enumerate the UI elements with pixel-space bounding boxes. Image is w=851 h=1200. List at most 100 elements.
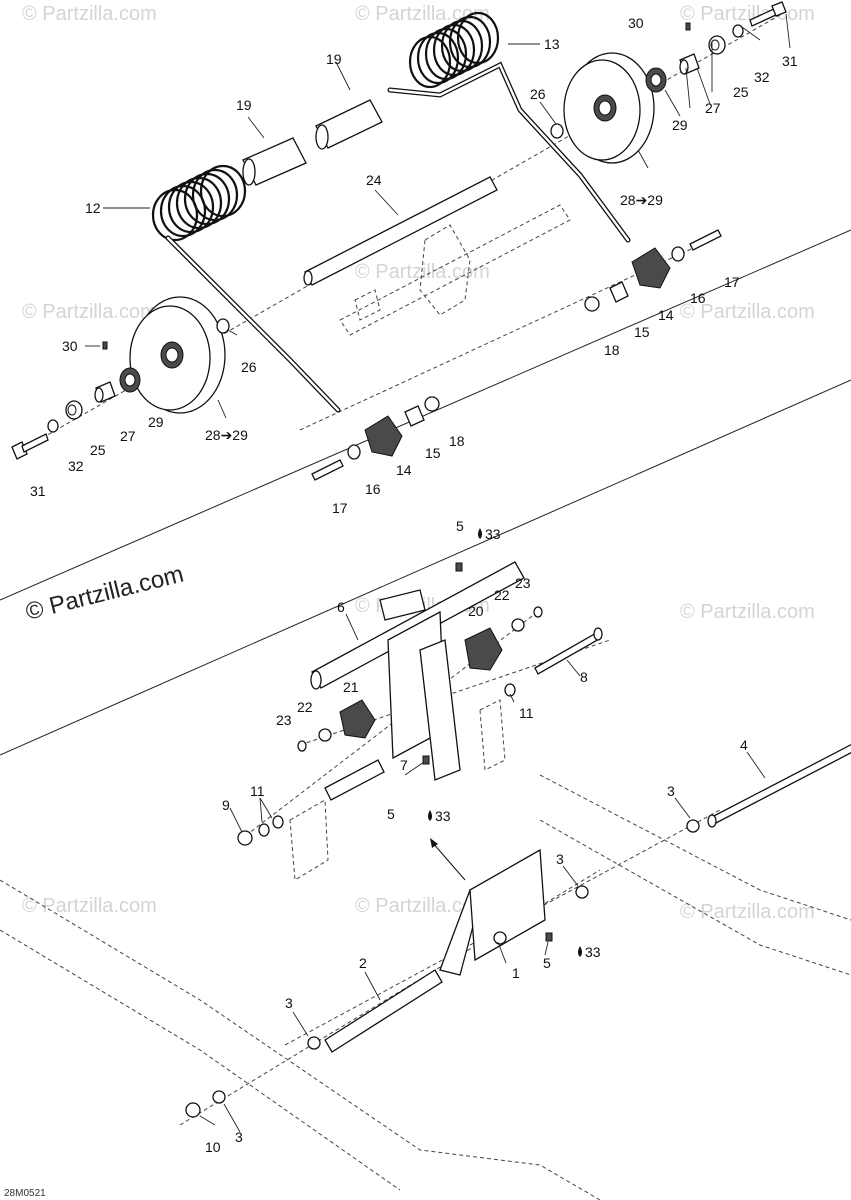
washer-16-left [347, 444, 361, 460]
washer-3-a [686, 819, 700, 833]
callout-label: 17 [332, 500, 348, 516]
callout-label: 22 [494, 587, 510, 603]
callout-label: 12 [85, 200, 101, 216]
watermark: © Partzilla.com [355, 3, 490, 25]
washer-26-right [550, 123, 564, 139]
watermark: © Partzilla.com [680, 901, 815, 923]
pivot-block-left [364, 415, 403, 457]
callout-label: 6 [337, 599, 345, 615]
callout-label: 15 [634, 324, 650, 340]
bearing-right [645, 67, 667, 93]
callout-label: 32 [754, 69, 770, 85]
figure-reference: 28M0521 [4, 1188, 46, 1199]
washer-right [732, 24, 744, 38]
assembly-axis-line [299, 639, 611, 746]
assembly-axis-line [299, 244, 701, 431]
callout-label: 22 [297, 699, 313, 715]
bushing-right [708, 35, 726, 55]
bolt-17-right [689, 229, 722, 251]
pivot-block-right [631, 247, 671, 289]
callout-label: 2 [359, 955, 367, 971]
callout-label: 25 [90, 442, 106, 458]
sleeve-7 [324, 759, 385, 801]
callout-label: 25 [733, 84, 749, 100]
callout-label: 5 [387, 806, 395, 822]
bolt-1 [493, 931, 507, 945]
callout-label: 5 [456, 518, 464, 534]
bushing-15-left [404, 405, 425, 427]
grease-fitting-5-top [455, 562, 463, 572]
callout-label: 19 [236, 97, 252, 113]
nut-9 [237, 830, 253, 846]
callout-label: 14 [396, 462, 412, 478]
washer-26-left [216, 318, 230, 334]
watermark: © Partzilla.com [355, 261, 490, 283]
pin-4 [707, 743, 851, 828]
watermark: © Partzilla.com [680, 601, 815, 623]
callout-label: 23 [276, 712, 292, 728]
callout-label: 19 [326, 51, 342, 67]
brand-watermark: © Partzilla.com [23, 561, 186, 626]
bushing-15-right [609, 281, 629, 303]
washer-22-right [511, 618, 525, 632]
callout-label: 5 [543, 955, 551, 971]
torsion-spring-right [387, 11, 631, 243]
callout-label: 16 [365, 481, 381, 497]
callout-label: 33 [585, 944, 601, 960]
callout-label: 3 [235, 1129, 243, 1145]
callout-label: 26 [241, 359, 257, 375]
clip-23-right [533, 606, 543, 618]
leader-lines [85, 13, 791, 1133]
bolt-17-left [311, 459, 344, 481]
callout-label: 14 [658, 307, 674, 323]
shaft-2 [324, 969, 443, 1053]
frame-ghost [339, 204, 571, 336]
pin-8 [534, 627, 603, 675]
callout-label: 24 [366, 172, 382, 188]
watermark: © Partzilla.com [680, 301, 815, 323]
callout-label: 3 [285, 995, 293, 1011]
mount-bracket-1 [439, 848, 546, 976]
block-20 [464, 627, 503, 671]
spacer-left [94, 381, 116, 403]
washer-3-c [307, 1036, 321, 1050]
watermark: © Partzilla.com [355, 895, 490, 917]
section-divider-lower [0, 379, 851, 756]
section-divider-upper [0, 229, 851, 601]
callout-label: 9 [222, 797, 230, 813]
bushing-left [65, 400, 83, 420]
callout-label: 7 [400, 757, 408, 773]
block-21 [339, 699, 376, 739]
callout-label: 8 [580, 669, 588, 685]
watermark: © Partzilla.com [680, 3, 815, 25]
idler-wheel-left [129, 296, 226, 414]
callout-label: 29 [672, 117, 688, 133]
clip-23-left [297, 740, 307, 752]
callout-label: 30 [62, 338, 78, 354]
callout-label: 3 [667, 783, 675, 799]
callout-label: 11 [250, 783, 265, 799]
cross-shaft-upper [303, 176, 498, 286]
washer-3-d [212, 1090, 226, 1104]
rocker-arm-assembly [379, 589, 461, 781]
watermarks: © Partzilla.com © Partzilla.com © Partzi… [22, 3, 815, 923]
callout-label: 23 [515, 575, 531, 591]
spring-sleeve [242, 137, 307, 186]
callout-labels: 19 19 12 13 24 26 26 30 30 29 29 28➔29 2… [30, 15, 798, 1155]
grease-fitting-5-bottom [545, 932, 553, 942]
oil-drop-icon [578, 946, 582, 957]
washer-3-b [575, 885, 589, 899]
callout-label: 28➔29 [620, 192, 663, 208]
bracket-ghost-right [479, 699, 506, 771]
callout-label: 32 [68, 458, 84, 474]
washer-16-right [671, 246, 685, 262]
direction-arrow [430, 838, 466, 881]
watermark: © Partzilla.com [22, 3, 157, 25]
callout-label: 29 [148, 414, 164, 430]
bracket-ghost-left [289, 799, 329, 881]
callout-label: 31 [30, 483, 46, 499]
callout-label: 11 [519, 705, 534, 721]
callout-label: 27 [120, 428, 136, 444]
nut-18-right [584, 296, 600, 312]
